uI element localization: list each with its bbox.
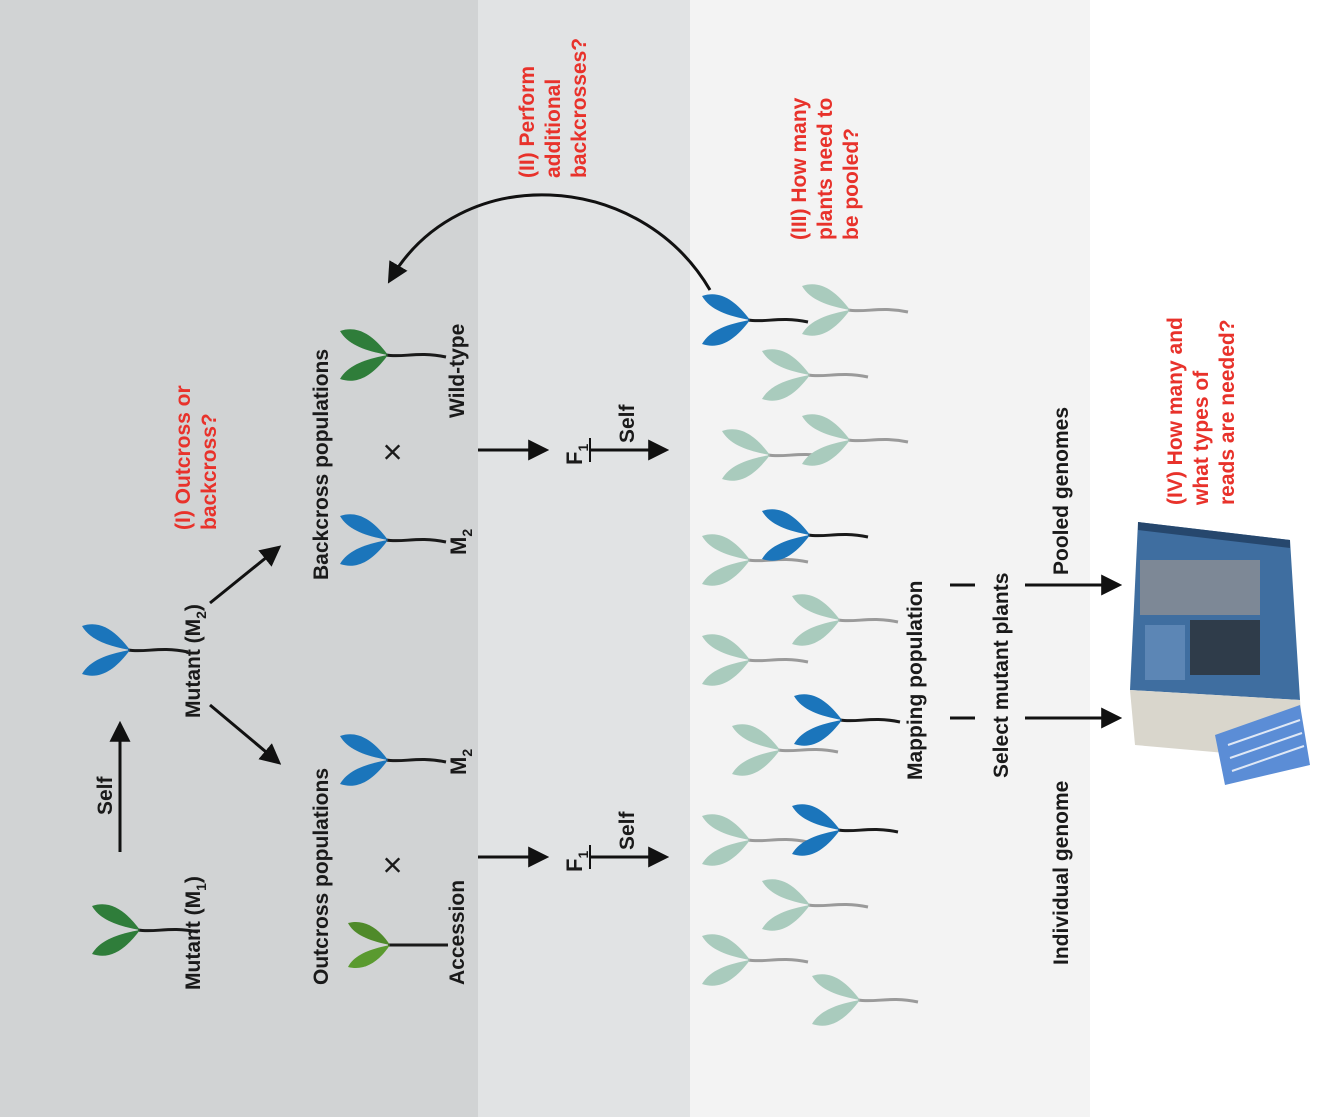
- pooled-genomes-label: Pooled genomes: [1050, 407, 1073, 575]
- individual-genome-label: Individual genome: [1050, 781, 1073, 965]
- m2-backcross-label: M2: [446, 529, 475, 555]
- question-2-line-3: backcrosses?: [568, 38, 591, 178]
- wild-type-label: Wild-type: [446, 324, 469, 418]
- branch-arrow-backcross: [209, 545, 282, 605]
- branch-arrow-outcross: [209, 703, 282, 765]
- question-1-line-1: (I) Outcross or: [172, 385, 195, 530]
- panel-background-2: [478, 0, 690, 1117]
- panel-background-3: [690, 0, 1090, 1117]
- f1-right-label: F1: [562, 444, 591, 465]
- cross-symbol-backcross: ×: [374, 442, 412, 462]
- panel-background-1: [0, 0, 478, 1117]
- question-2-line-2: additional: [542, 79, 565, 178]
- mapping-population-label: Mapping population: [904, 581, 927, 780]
- question-3-line-1: (III) How many: [788, 97, 811, 240]
- mutant-m1-label: Mutant (M1): [182, 876, 209, 990]
- outcross-populations-label: Outcross populations: [310, 768, 333, 985]
- self-top-label: Self: [94, 775, 117, 815]
- question-3-line-3: be pooled?: [840, 128, 863, 240]
- m2-outcross-label: M2: [446, 749, 475, 775]
- additional-backcross-arrow: [387, 193, 712, 291]
- select-mutant-plants-label: Select mutant plants: [990, 573, 1013, 778]
- question-1-line-2: backcross?: [198, 413, 221, 530]
- question-4-line-1: (IV) How many and: [1164, 317, 1187, 505]
- question-4-line-3: reads are needed?: [1216, 319, 1239, 505]
- mutant-m2-label: Mutant (M2): [182, 604, 209, 718]
- question-4-line-2: what types of: [1190, 370, 1213, 506]
- self-right-label: Self: [616, 403, 639, 443]
- accession-label: Accession: [446, 880, 469, 985]
- backcross-populations-label: Backcross populations: [310, 349, 333, 580]
- cross-symbol-outcross: ×: [374, 855, 412, 875]
- sequencer-machine: [1130, 522, 1310, 785]
- self-left-label: Self: [616, 810, 639, 850]
- question-2-line-1: (II) Perform: [516, 66, 539, 178]
- question-3-line-2: plants need to: [814, 98, 837, 240]
- f1-left-label: F1: [562, 851, 591, 872]
